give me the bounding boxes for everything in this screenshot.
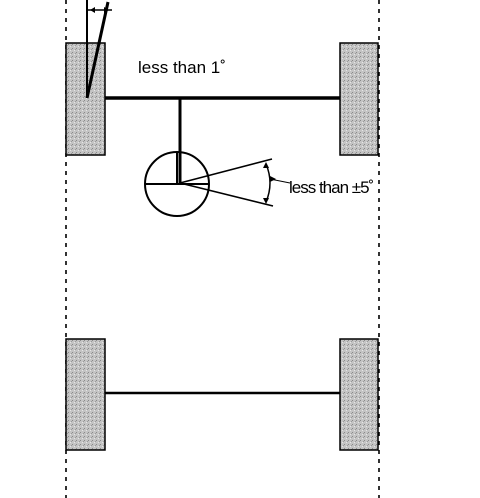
steering-angle-indicator: [179, 158, 291, 207]
toe-angle-indicator: [85, 0, 112, 99]
steering-tolerance-label: less than ±5˚: [289, 178, 374, 197]
toe-tolerance-label: less than 1˚: [138, 58, 226, 77]
front-right-tire: [339, 42, 379, 156]
rear-left-tire: [65, 338, 106, 451]
front-left-tire: [65, 42, 106, 156]
rear-right-tire: [339, 338, 379, 451]
